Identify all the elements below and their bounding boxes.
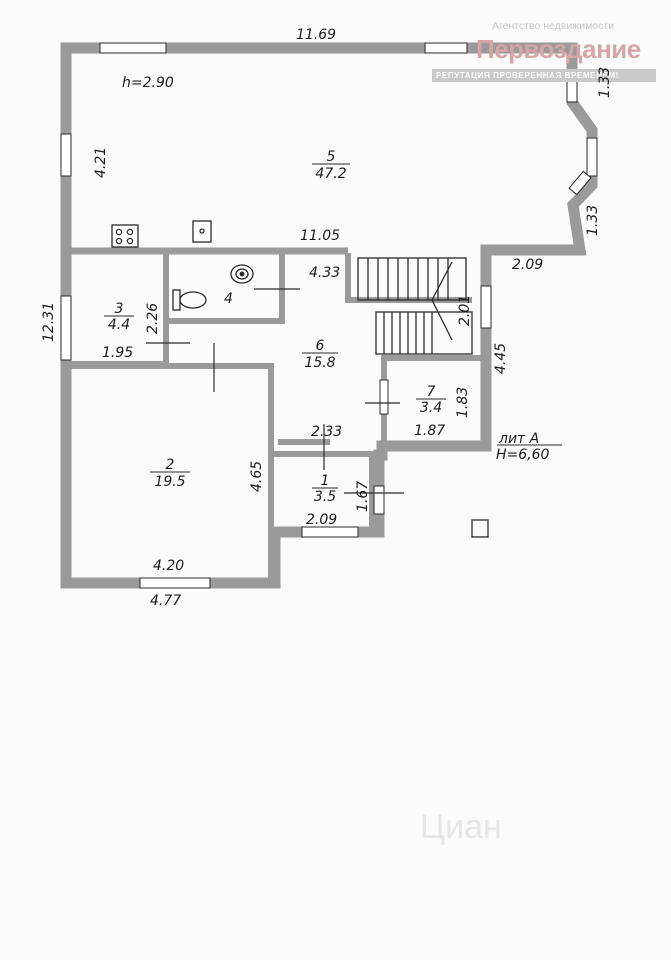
- window-room1-bottom: [301, 526, 359, 538]
- room-4-number: 4: [224, 291, 233, 307]
- door-marks: [146, 288, 404, 494]
- dim-room2-inner-width: 4.20: [153, 558, 185, 574]
- dim-wc-width: 4.33: [309, 265, 341, 281]
- room-7-number: 7: [426, 384, 436, 400]
- window-right: [480, 285, 492, 329]
- window-top-right: [424, 42, 468, 54]
- room-1-number: 1: [320, 473, 330, 489]
- room-6-area: 15.8: [304, 355, 336, 371]
- room-fraction-lines: [104, 163, 446, 489]
- dim-main-left: 4.21: [93, 146, 109, 178]
- room-7-area: 3.4: [419, 400, 443, 416]
- window-left-lower: [60, 295, 72, 361]
- dim-top-width: 11.69: [296, 27, 337, 43]
- toilet-icon: [172, 289, 207, 311]
- windows: [60, 42, 598, 589]
- window-room2-bottom: [139, 577, 211, 589]
- dim-hall-width: 2.33: [311, 424, 343, 440]
- dim-room3-width: 1.95: [102, 345, 134, 361]
- room-2-number: 2: [165, 457, 175, 473]
- agency-logo: Агентство недвижимости Первоздание РЕПУТ…: [432, 16, 656, 86]
- window-bay-2: [586, 137, 598, 177]
- dim-main-inner-width: 11.05: [300, 228, 341, 244]
- outside-marker: [471, 519, 489, 538]
- dim-room7-width: 1.87: [414, 423, 446, 439]
- staircase: [357, 257, 473, 355]
- agency-caption: Агентство недвижимости: [492, 20, 615, 32]
- window-left: [60, 133, 72, 177]
- dim-right-wall: 4.45: [493, 342, 509, 374]
- room-3-area: 4.4: [107, 317, 131, 333]
- room-6-number: 6: [315, 338, 325, 354]
- room-5-area: 47.2: [315, 166, 347, 182]
- dim-room3-height: 2.26: [145, 302, 161, 334]
- dim-room7-height: 1.83: [455, 386, 471, 418]
- outer-wall: [60, 42, 598, 589]
- dim-right-step: 2.09: [512, 257, 544, 273]
- sink-icon: [192, 220, 212, 243]
- dim-bottom-width: 4.77: [150, 593, 182, 609]
- agency-tagline: РЕПУТАЦИЯ ПРОВЕРЕННАЯ ВРЕМЕНЕМ!: [436, 71, 619, 80]
- room-1-area: 3.5: [313, 489, 337, 505]
- stove-icon: [111, 224, 139, 248]
- partition-wc-bottom: [166, 253, 285, 324]
- window-hall-right: [379, 379, 389, 415]
- dim-room1-height: 1.67: [355, 480, 371, 512]
- dim-room1-width: 2.09: [306, 512, 338, 528]
- dim-stair-depth: 2.01: [457, 294, 473, 326]
- agency-name: Первоздание: [476, 34, 641, 64]
- building-lit: лит А: [499, 431, 540, 447]
- washbasin-icon: [230, 264, 254, 284]
- building-height: H=6,60: [496, 447, 550, 463]
- window-room1-right: [373, 485, 385, 515]
- partition-room1: [273, 451, 375, 534]
- ceiling-height: h=2.90: [122, 75, 174, 91]
- partition-room2: [69, 363, 274, 584]
- agency-tagline-band: [432, 69, 656, 82]
- watermark: Циан: [420, 808, 502, 846]
- window-top-left: [99, 42, 167, 54]
- window-bay-3: [568, 170, 592, 196]
- dim-room2-height: 4.65: [249, 460, 265, 492]
- partition-room7: [381, 355, 486, 446]
- room-3-number: 3: [114, 301, 124, 317]
- dim-upper-right-1: 1.33: [597, 66, 613, 98]
- dim-upper-right-2: 1.33: [585, 204, 601, 236]
- fixtures: [111, 220, 254, 311]
- room-2-area: 19.5: [154, 474, 186, 490]
- partition-stairs: [345, 253, 472, 303]
- dim-left-total: 12.31: [41, 301, 57, 342]
- room-5-number: 5: [326, 149, 336, 165]
